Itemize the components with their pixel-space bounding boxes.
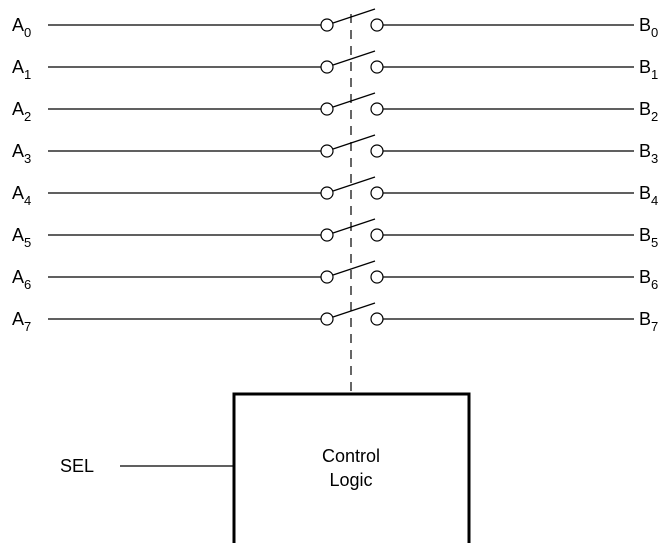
switch-blade (332, 92, 376, 108)
switch-terminal-b (370, 228, 384, 242)
switch-terminal-a (320, 60, 334, 74)
b-port-label: B4 (639, 183, 658, 208)
a-port-label: A0 (12, 15, 31, 40)
switch-blade (332, 134, 376, 150)
control-logic-label-line1: Control (322, 446, 380, 466)
b-port-label: B0 (639, 15, 658, 40)
b-port-label: B7 (639, 309, 658, 334)
switch-terminal-b (370, 270, 384, 284)
switch-blade (332, 218, 376, 234)
a-port-label: A1 (12, 57, 31, 82)
a-port-label: A3 (12, 141, 31, 166)
switch-terminal-a (320, 228, 334, 242)
switch-terminal-a (320, 102, 334, 116)
switch-terminal-a (320, 270, 334, 284)
switch-blade (332, 260, 376, 276)
control-logic-label-line2: Logic (329, 470, 372, 490)
b-port-label: B6 (639, 267, 658, 292)
b-port-label: B5 (639, 225, 658, 250)
switch-terminal-a (320, 186, 334, 200)
switch-blade (332, 8, 376, 24)
a-port-label: A6 (12, 267, 31, 292)
switch-terminal-b (370, 18, 384, 32)
switch-terminal-b (370, 186, 384, 200)
switch-blade (332, 302, 376, 318)
switch-terminal-b (370, 312, 384, 326)
switch-terminal-b (370, 144, 384, 158)
b-port-label: B3 (639, 141, 658, 166)
b-port-label: B2 (639, 99, 658, 124)
switch-terminal-a (320, 144, 334, 158)
a-port-label: A4 (12, 183, 31, 208)
control-logic-block (232, 392, 471, 543)
a-port-label: A5 (12, 225, 31, 250)
a-port-label: A2 (12, 99, 31, 124)
switch-terminal-b (370, 60, 384, 74)
sel-label: SEL (60, 456, 94, 476)
switch-blade (332, 50, 376, 66)
switch-terminal-b (370, 102, 384, 116)
a-port-label: A7 (12, 309, 31, 334)
b-port-label: B1 (639, 57, 658, 82)
switch-terminal-a (320, 18, 334, 32)
switch-blade (332, 176, 376, 192)
switch-terminal-a (320, 312, 334, 326)
